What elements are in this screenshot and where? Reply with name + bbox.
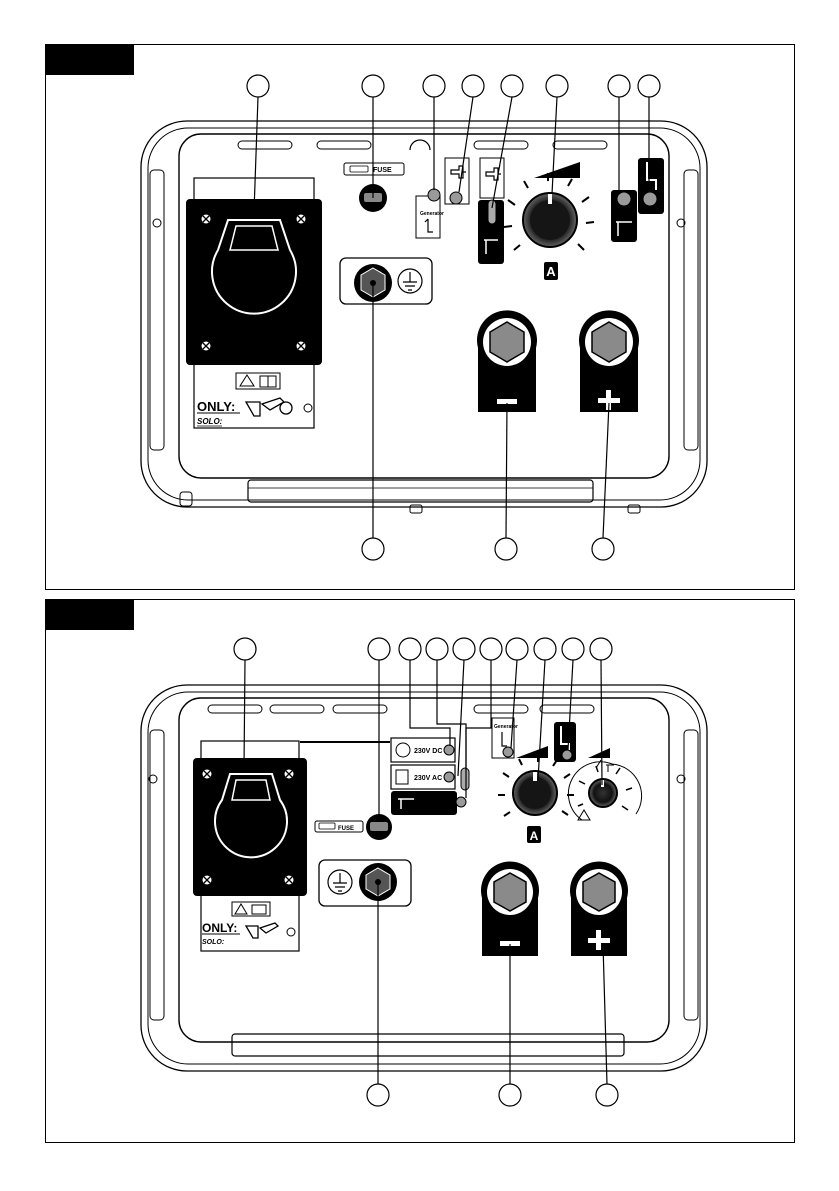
figure-1-number-tab — [46, 45, 134, 75]
figure-2-number-tab — [46, 600, 134, 630]
figure-1-plus-terminal — [579, 310, 639, 412]
figure-1-frame — [45, 44, 795, 590]
figure-2-fuse-label: FUSE — [338, 826, 354, 832]
figure-1-earth-terminal — [339, 257, 433, 305]
figure-1-right-indicators — [611, 158, 664, 242]
figure-2-only-label: ONLY: — [202, 921, 237, 935]
figure-1-generator-label: Generator — [420, 211, 444, 217]
figure-2-plus-terminal — [570, 861, 628, 956]
figure-1-socket-module: ONLY: SOLO: — [186, 177, 322, 429]
figure-2-solo-label: SOLO: — [202, 939, 224, 946]
figure-2-current-unit: A — [530, 829, 539, 843]
figure-2-frame — [45, 599, 795, 1143]
figure-2-arc-knob — [567, 748, 643, 821]
figure-1-current-knob: A — [503, 162, 595, 280]
figure-2-fuse: FUSE — [314, 814, 392, 840]
figure-2-dc-label: 230V DC — [414, 748, 442, 755]
figure-2-minus-terminal — [480, 861, 539, 956]
figure-2-ac-label: 230V AC — [414, 775, 442, 782]
figure-2-generator-label: Generator — [494, 724, 518, 730]
figure-2-socket-module: ONLY: SOLO: — [193, 740, 307, 952]
figure-1-only-label: ONLY: — [197, 399, 235, 414]
figure-2-callouts — [233, 637, 619, 1107]
figure-1-fuse-label: FUSE — [373, 167, 392, 174]
figure-2-current-knob: A — [498, 746, 574, 843]
figure-1-solo-label: SOLO: — [197, 417, 223, 426]
figure-1-minus-terminal — [477, 310, 538, 412]
figure-2-mode-panel: 230V DC 230V AC Generator — [300, 717, 576, 815]
figure-1-current-unit: A — [546, 264, 556, 279]
figure-1-callouts — [246, 74, 661, 561]
figure-2-earth-terminal — [318, 859, 412, 907]
